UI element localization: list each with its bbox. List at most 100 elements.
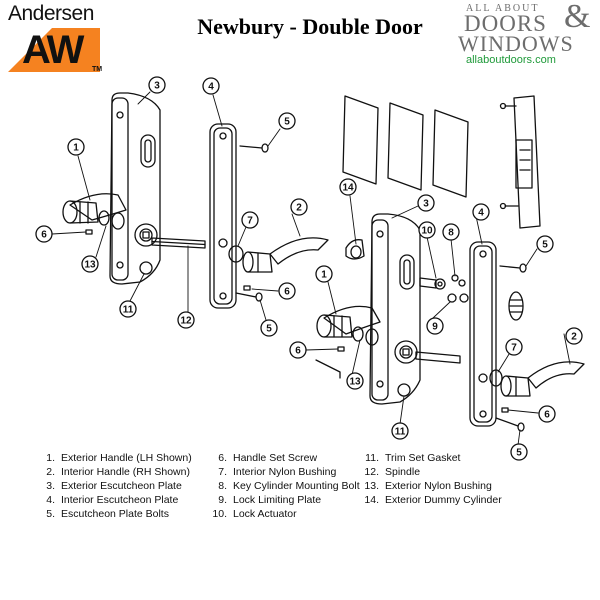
callout-circle [35,225,53,243]
callout-circle [177,311,195,329]
right-lower-set-screw [501,407,509,413]
callout-circle [536,235,554,253]
legend-item-13: 13.Exterior Nylon Bushing [364,480,492,492]
gasket-sheets [342,95,469,198]
legend-item-11: 11.Trim Set Gasket [365,452,461,464]
callout-circle [278,282,296,300]
callout-circle [260,319,278,337]
right-small-gasket [508,291,524,321]
andersen-badge-triangle [8,28,52,72]
legend-item-3: 3.Exterior Escutcheon Plate [46,480,182,492]
right-escutcheon-bolt-top [499,263,527,273]
brand-line-windows: WINDOWS [458,31,574,56]
callout-circle [148,76,166,94]
left-exterior-bushing [98,210,110,226]
legend-item-4: 4.Interior Escutcheon Plate [46,494,179,506]
left-interior-handle [242,237,329,273]
callout-number: 8 [448,228,454,239]
left-exterior-bushing-ring [111,212,125,230]
callout-number: 6 [284,287,290,298]
left-interior-bushing [228,245,244,263]
parts-legend: 1.Exterior Handle (LH Shown) 2.Interior … [0,452,600,532]
callout-number: 12 [180,316,192,327]
callout-circle [278,112,296,130]
brand-line-all-about: ALL ABOUT [466,3,540,14]
callout-number: 5 [542,240,548,251]
callout-number: 3 [154,81,160,92]
right-interior-handle [500,361,585,397]
right-spindle [415,351,461,364]
callout-circle [289,341,307,359]
left-interior-escutcheon-plate [209,123,237,309]
left-set-screw [85,229,93,235]
callout-number: 14 [342,183,354,194]
callout-number: 4 [478,208,484,219]
right-interior-bushing [489,369,503,387]
callout-number: 1 [73,143,79,154]
right-interior-escutcheon-plate [469,241,497,427]
brand-url: allaboutdoors.com [466,54,556,66]
callout-number: 9 [432,322,438,333]
callout-circle [417,194,435,212]
callout-number: 3 [423,199,429,210]
callout-circle [442,223,460,241]
exterior-dummy-cylinder [345,239,365,260]
legend-item-8: 8.Key Cylinder Mounting Bolt [218,480,360,492]
callout-circle [67,138,85,156]
callout-circle [119,300,137,318]
callout-number: 5 [266,324,272,335]
andersen-tm: TM [92,66,103,73]
callout-number: 7 [247,216,253,227]
legend-item-10: 10.Lock Actuator [212,508,297,520]
legend-item-14: 14.Exterior Dummy Cylinder [364,494,502,506]
callout-number: 5 [516,448,522,459]
callout-number: 6 [41,230,47,241]
callout-circle [81,255,99,273]
brand-ampersand: & [564,0,591,35]
callout-number: 1 [321,270,327,281]
legend-item-2: 2.Interior Handle (RH Shown) [46,466,190,478]
callout-number: 11 [395,427,406,438]
left-exterior-escutcheon-plate [109,92,161,285]
callout-circle [290,198,308,216]
right-exterior-handle [316,305,381,346]
callout-number: 13 [349,377,361,388]
callout-number: 11 [123,305,134,316]
callout-circle [241,211,259,229]
callout-circle [565,327,583,345]
andersen-aw-badge: AW [8,28,100,72]
legend-item-9: 9.Lock Limiting Plate [218,494,322,506]
left-escutcheon-bolt-bottom [235,292,263,302]
callout-number: 5 [284,117,290,128]
callout-number: 2 [296,203,302,214]
andersen-wordmark: Andersen [8,2,94,25]
callout-number: 13 [84,260,96,271]
legend-item-1: 1.Exterior Handle (LH Shown) [46,452,192,464]
callout-circle [339,178,357,196]
left-exterior-handle [62,193,127,224]
callout-circle [391,422,409,440]
left-trim-gasket [139,261,153,275]
hex-key [315,359,341,379]
brand-line-doors: DOORS [464,11,547,36]
callout-number: 6 [295,346,301,357]
callout-circle [202,77,220,95]
strike-plate [499,95,541,229]
legend-item-12: 12.Spindle [364,466,421,478]
callout-number: 7 [511,343,517,354]
right-set-screw [337,346,345,352]
callout-number: 10 [421,226,433,237]
left-lower-set-screw [243,285,251,291]
legend-item-6: 6.Handle Set Screw [218,452,318,464]
callout-circle [315,265,333,283]
callout-circle [346,372,364,390]
lock-actuator-group [419,274,469,303]
page-title: Newbury - Double Door [197,14,423,39]
callout-circle [505,338,523,356]
legend-item-5: 5.Escutcheon Plate Bolts [46,508,169,520]
callout-circle [418,221,436,239]
andersen-logo: Andersen AW TM [4,2,114,78]
